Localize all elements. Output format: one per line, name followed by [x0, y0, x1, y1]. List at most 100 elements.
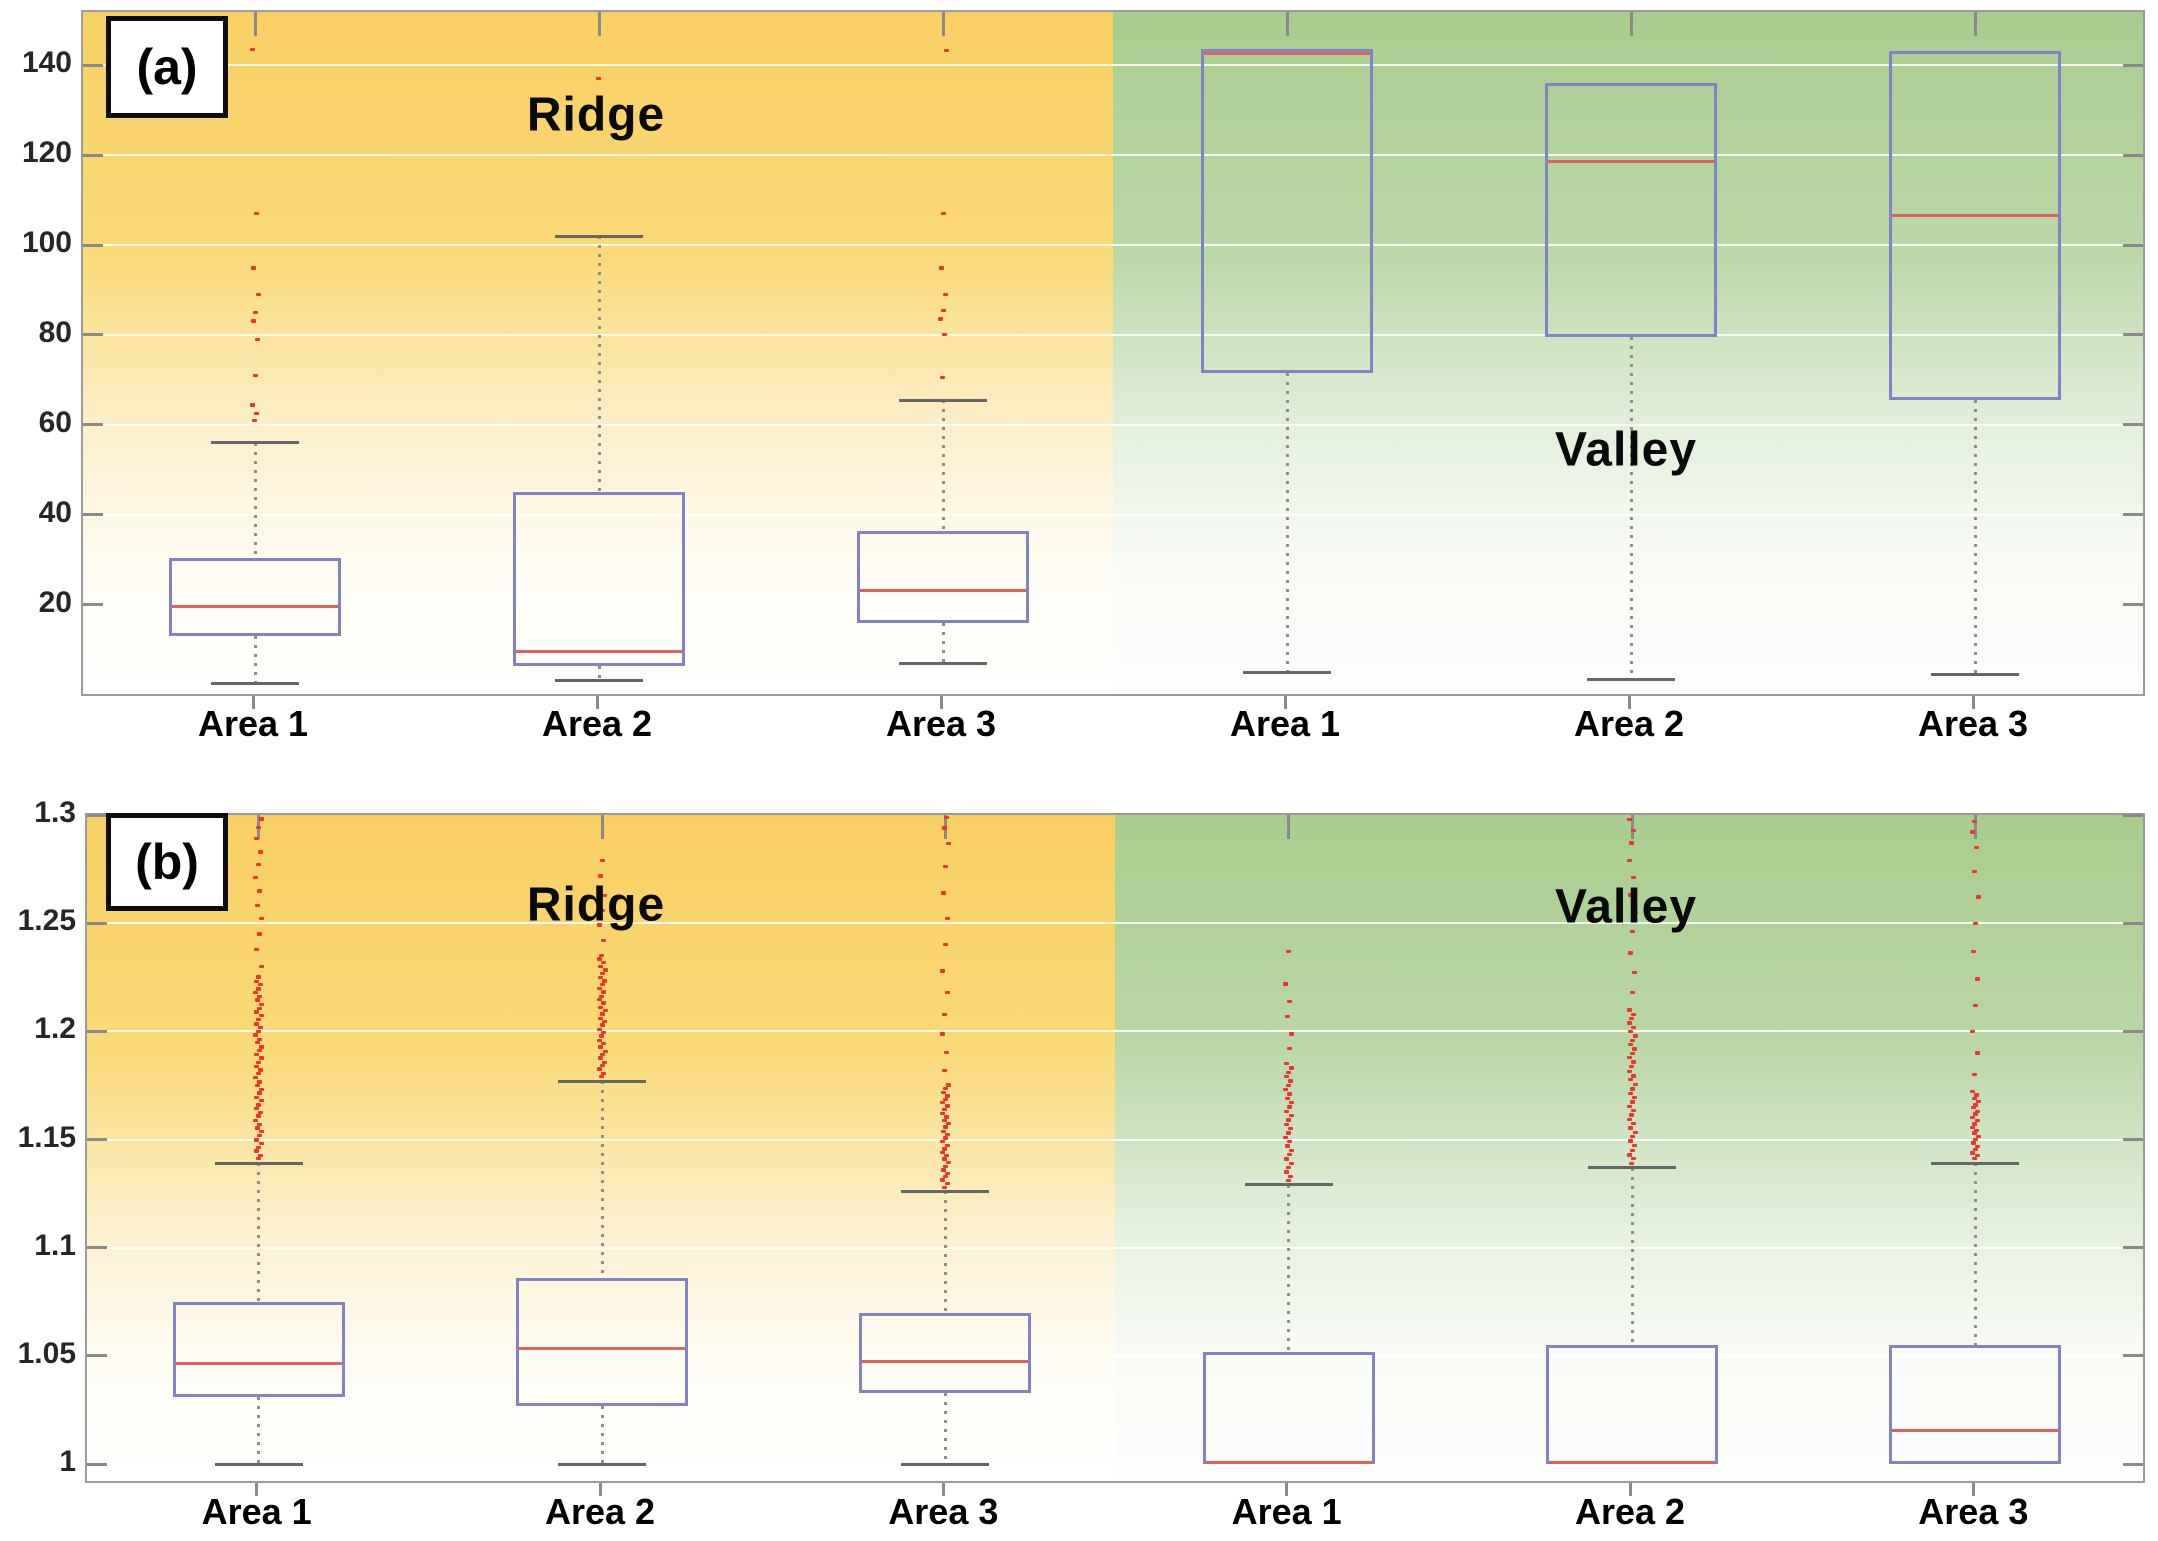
y-axis-tick-right — [2123, 1029, 2143, 1033]
outlier-mark — [942, 333, 948, 337]
outlier-mark — [939, 1111, 945, 1115]
outlier-mark — [941, 1129, 947, 1133]
outlier-mark — [256, 1091, 262, 1096]
outlier-mark — [1629, 1052, 1635, 1056]
lower-whisker-cap — [211, 682, 299, 686]
outlier-mark — [941, 1068, 947, 1072]
gridline — [83, 244, 2143, 246]
y-axis-tick-left — [87, 1246, 107, 1250]
outlier-mark — [1629, 1148, 1635, 1152]
outlier-mark — [258, 964, 264, 968]
median-line — [862, 1360, 1029, 1364]
outlier-mark — [940, 1178, 946, 1183]
outlier-mark — [1972, 1121, 1978, 1126]
outlier-mark — [253, 1107, 259, 1111]
outlier-mark — [600, 1012, 606, 1017]
outlier-mark — [941, 1090, 947, 1094]
outlier-mark — [599, 1023, 605, 1028]
x-axis-tick-bottom — [1628, 1483, 1632, 1496]
outlier-mark — [256, 1060, 262, 1064]
x-axis-tick-bottom — [1285, 1483, 1289, 1496]
gridline — [83, 64, 2143, 67]
x-axis-tick-bottom — [1971, 1483, 1975, 1496]
median-line — [516, 649, 682, 653]
outlier-mark — [1287, 999, 1293, 1003]
outlier-mark — [255, 292, 261, 296]
outlier-mark — [598, 1005, 604, 1009]
outlier-mark — [1284, 1156, 1290, 1161]
outlier-mark — [1286, 1118, 1292, 1123]
outlier-mark — [596, 957, 602, 962]
lower-whisker — [1629, 337, 1633, 680]
outlier-mark — [601, 938, 607, 942]
outlier-mark — [259, 917, 265, 921]
outlier-mark — [1285, 1131, 1291, 1136]
outlier-mark — [1973, 1102, 1979, 1107]
outlier-mark — [253, 979, 259, 983]
lower-whisker-cap — [1587, 677, 1675, 681]
outlier-mark — [942, 1146, 948, 1151]
x-axis-label: Area 1 — [201, 1491, 312, 1532]
lower-whisker — [600, 1405, 604, 1464]
y-axis-tick-right — [2123, 603, 2143, 607]
iqr-box — [169, 557, 341, 637]
outlier-mark — [1631, 1060, 1637, 1065]
gridline — [87, 1138, 2143, 1141]
x-axis-label: Area 3 — [888, 1491, 999, 1532]
x-axis-label: Area 3 — [1918, 1491, 2029, 1532]
outlier-mark — [1628, 893, 1634, 898]
outlier-mark — [254, 1053, 260, 1057]
outlier-mark — [254, 1095, 260, 1099]
outlier-mark — [250, 319, 256, 324]
outlier-mark — [940, 968, 946, 973]
outlier-mark — [1286, 1166, 1292, 1170]
outlier-mark — [253, 1033, 259, 1038]
upper-whisker-cap — [214, 1161, 303, 1165]
outlier-mark — [254, 412, 260, 416]
outlier-mark — [1287, 1079, 1293, 1084]
outlier-mark — [1971, 869, 1977, 873]
outlier-mark — [945, 1122, 951, 1126]
x-axis-label: Area 3 — [885, 703, 997, 744]
outlier-mark — [253, 1064, 259, 1068]
outlier-mark — [1969, 1125, 1975, 1129]
iqr-box — [513, 492, 685, 666]
outlier-mark — [944, 990, 950, 994]
outlier-mark — [1632, 1131, 1638, 1135]
outlier-mark — [1287, 1127, 1293, 1131]
y-axis-tick-label: 60 — [38, 405, 72, 439]
outlier-mark — [256, 1134, 262, 1138]
outlier-mark — [1970, 1029, 1976, 1033]
y-axis-tick-right — [2123, 813, 2143, 817]
outlier-mark — [253, 1149, 259, 1154]
outlier-mark — [597, 1067, 603, 1072]
outlier-mark — [1287, 1092, 1293, 1097]
outlier-mark — [255, 1114, 261, 1119]
y-axis-tick-left — [83, 243, 103, 247]
upper-whisker-cap — [1931, 1161, 2020, 1165]
gridline — [83, 423, 2143, 426]
y-axis-tick-left — [87, 921, 107, 925]
valley-background — [1113, 12, 2143, 694]
outlier-mark — [597, 1056, 603, 1061]
outlier-mark — [1632, 1034, 1638, 1039]
gridline — [87, 922, 2143, 925]
outlier-mark — [1972, 819, 1978, 823]
y-axis-tick-left — [83, 153, 103, 157]
outlier-mark — [600, 858, 606, 862]
y-axis-tick-left — [87, 813, 107, 817]
region-label-ridge-b: Ridge — [526, 878, 666, 932]
upper-whisker — [600, 1081, 604, 1278]
outlier-mark — [1626, 1117, 1632, 1121]
y-axis-tick-right — [2123, 1354, 2143, 1358]
outlier-mark — [597, 923, 603, 928]
outlier-mark — [256, 1102, 262, 1107]
y-axis-tick-right — [2123, 513, 2143, 517]
gridline — [87, 1463, 2143, 1465]
outlier-mark — [1974, 1050, 1980, 1055]
outlier-mark — [1973, 921, 1979, 925]
outlier-mark — [1627, 1007, 1633, 1012]
outlier-mark — [943, 1087, 949, 1091]
outlier-mark — [944, 815, 950, 819]
